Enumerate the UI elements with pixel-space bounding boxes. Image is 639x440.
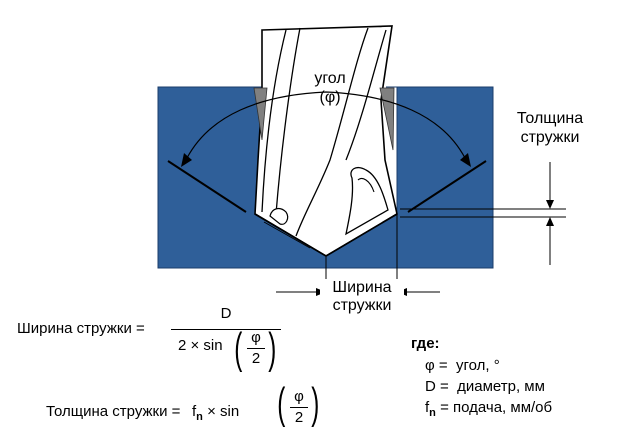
thickness-label-line1: Толщина [516,110,584,127]
angle-arc [186,91,466,159]
width-label-line1: Ширина [320,279,404,297]
paren-right: ) [311,379,320,428]
drill-flute-line [261,29,287,213]
cutting-edge-inner [263,221,311,249]
drill-chip-small [269,207,289,225]
legend-title: где: [411,335,440,352]
drill-chip-curl [345,166,389,236]
arrow-head [546,200,554,209]
legend-d-line: D = диаметр, мм [425,378,545,395]
arrow-head [181,153,192,167]
drill-flute-line [345,29,387,161]
thickness-formula-rhs: fn × sin [192,403,239,423]
width-formula-denominator: 2 × sin [178,337,223,354]
feed-symbol: f [192,403,197,420]
legend-f-symbol: f [425,399,430,416]
angle-line-left [167,160,247,213]
width-formula-inner-bar [247,348,265,349]
arrow-head [460,153,471,167]
legend-f-line: fn = подача, мм/об [425,399,552,419]
width-label-line2: стружки [320,297,404,315]
thickness-formula-lhs: Толщина стружки = [46,403,181,420]
angle-symbol: (φ) [319,89,341,106]
legend-f-subscript: n [429,407,436,419]
drill-flute-line [295,27,369,237]
thickness-formula-phi: φ [294,388,304,405]
paren-left: ( [277,379,286,428]
drill-chip-curl [357,177,375,193]
feed-subscript: n [196,411,203,423]
width-formula-numerator: D [220,305,232,322]
angle-label: угол [314,70,346,87]
thickness-formula-sin: × sin [202,403,240,420]
thickness-label-line2: стружки [520,129,580,146]
thickness-formula-two: 2 [294,409,304,426]
paren-right: ) [268,324,277,373]
arrow-head [546,217,554,226]
width-formula-two: 2 [251,350,261,367]
width-formula-bar [171,329,281,330]
drill-flute-line [275,27,301,215]
thickness-formula-inner-bar [290,407,308,408]
paren-left: ( [234,324,243,373]
width-formula-lhs: Ширина стружки = [17,320,145,337]
legend-f-text: = подача, мм/об [435,399,553,416]
chip-right [379,87,395,151]
legend-phi-line: φ = угол, ° [425,357,500,374]
angle-line-right [407,160,487,213]
width-formula-phi: φ [251,329,261,346]
